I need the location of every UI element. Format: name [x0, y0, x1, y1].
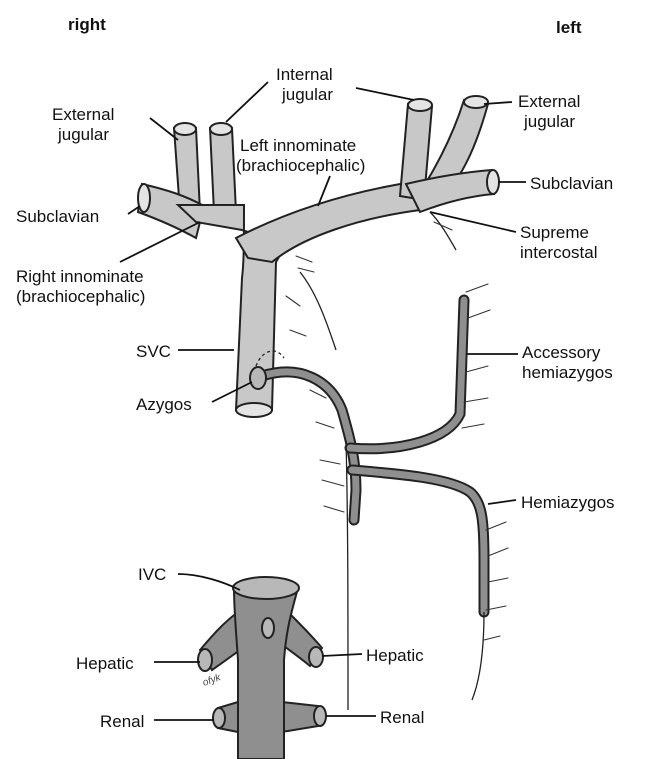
intercostal-line: [316, 422, 334, 428]
label-supreme-intercostal: Supreme intercostal: [520, 223, 597, 262]
intercostal-line: [324, 506, 344, 512]
intercostal-line: [466, 284, 488, 292]
label-line: External: [518, 92, 580, 111]
label-line: jugular: [281, 85, 333, 104]
azygos-opening: [250, 367, 266, 389]
label-renal-left: Renal: [380, 708, 424, 727]
leader-ivc: [178, 574, 240, 590]
label-internal-jugular: Internal jugular: [276, 65, 337, 104]
intercostal-line: [462, 424, 484, 428]
right-internal-jugular-vein: [210, 128, 236, 212]
label-line: intercostal: [520, 243, 597, 262]
accessory-hemiazygos-vein: [350, 300, 464, 449]
ivc-group: ofyk: [198, 577, 326, 759]
label-line: jugular: [523, 112, 575, 131]
label-line: hemiazygos: [522, 363, 613, 382]
left-subclavian-end: [487, 170, 499, 194]
label-hepatic-left: Hepatic: [366, 646, 424, 665]
intercostal-line: [488, 578, 508, 582]
label-line: (brachiocephalic): [236, 156, 365, 175]
label-svc: SVC: [136, 342, 171, 361]
label-ivc: IVC: [138, 565, 166, 584]
right-subclavian-end: [138, 184, 150, 212]
label-external-jugular-left: External jugular: [518, 92, 585, 131]
label-left-innominate: Left innominate (brachiocephalic): [236, 136, 365, 175]
left-ascending-lumbar: [472, 612, 484, 700]
intercostal-line: [290, 330, 306, 336]
azygos-vein-outline: [262, 372, 356, 520]
middle-hepatic-opening: [262, 618, 274, 638]
intercostal-line: [296, 256, 312, 262]
leader-right-innominate: [120, 222, 200, 262]
hemiazygos-vein: [352, 470, 484, 612]
upper-azygos-tributary: [300, 272, 336, 350]
left-external-jugular-end: [464, 96, 488, 108]
intercostal-line: [322, 480, 344, 486]
intercostal-line: [468, 310, 490, 318]
leader-hemiazygos: [488, 500, 516, 504]
label-renal-right: Renal: [100, 712, 144, 731]
label-line: Internal: [276, 65, 333, 84]
left-renal-end: [314, 706, 326, 726]
label-right-innominate: Right innominate (brachiocephalic): [16, 267, 148, 306]
left-renal-vein: [282, 702, 318, 732]
label-external-jugular-right: External jugular: [52, 105, 119, 144]
leader-internal-jugular-right: [226, 82, 268, 122]
intercostal-line: [298, 268, 314, 272]
left-internal-jugular-end: [408, 99, 432, 111]
right-renal-end: [213, 708, 225, 728]
label-hemiazygos: Hemiazygos: [521, 493, 615, 512]
label-line: (brachiocephalic): [16, 287, 145, 306]
intercostal-line: [464, 398, 488, 402]
intercostal-tributaries: [286, 222, 508, 640]
intercostal-line: [484, 636, 500, 640]
intercostal-line: [466, 366, 488, 372]
leader-hepatic-left: [322, 654, 362, 656]
left-hepatic-end: [309, 647, 323, 667]
label-subclavian-right: Subclavian: [16, 207, 99, 226]
artist-signature: ofyk: [201, 672, 223, 689]
leader-internal-jugular-left: [356, 88, 414, 100]
azygos-vein: [262, 372, 356, 520]
ivc-trunk: [234, 588, 298, 759]
label-line: Left innominate: [240, 136, 356, 155]
label-hepatic-right: Hepatic: [76, 654, 134, 673]
label-line: Supreme: [520, 223, 589, 242]
intercostal-line: [488, 548, 508, 556]
label-line: Accessory: [522, 343, 601, 362]
right-internal-jugular-end: [210, 123, 232, 135]
left-innominate-vein: [236, 182, 420, 262]
orientation-right: right: [68, 15, 106, 34]
orientation-left: left: [556, 18, 582, 37]
right-ascending-lumbar: [346, 440, 348, 710]
right-external-jugular-end: [174, 123, 196, 135]
label-subclavian-left: Subclavian: [530, 174, 613, 193]
label-line: External: [52, 105, 114, 124]
label-line: Right innominate: [16, 267, 144, 286]
right-hepatic-end: [198, 649, 212, 671]
intercostal-line: [286, 296, 300, 306]
svc-lower-end: [236, 403, 272, 417]
label-azygos: Azygos: [136, 395, 192, 414]
ivc-upper-end: [233, 577, 299, 599]
label-line: jugular: [57, 125, 109, 144]
intercostal-line: [320, 460, 340, 464]
label-accessory-hemiazygos: Accessory hemiazygos: [522, 343, 613, 382]
intercostal-line: [486, 522, 506, 530]
